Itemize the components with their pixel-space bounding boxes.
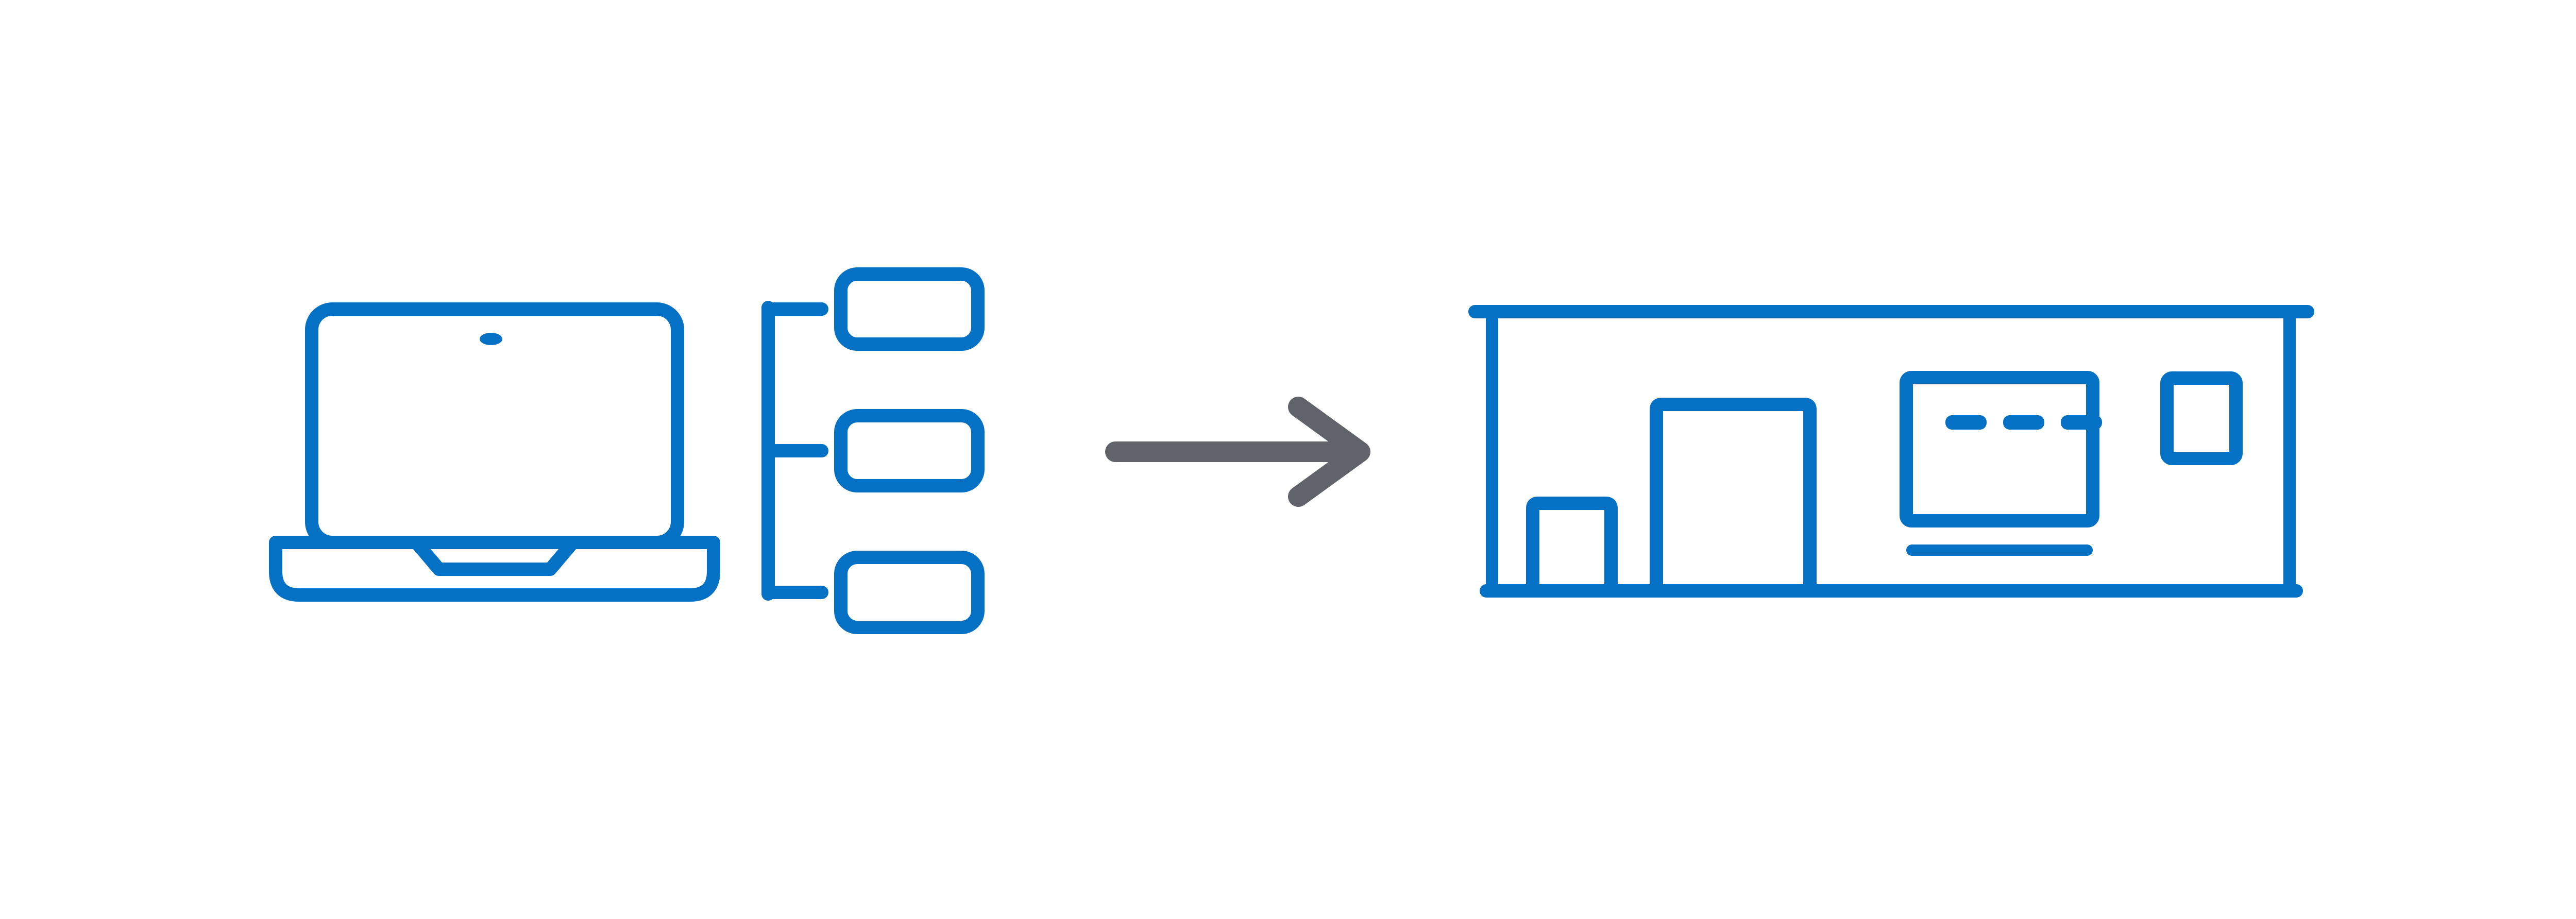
building-floor-band [1480,584,2303,598]
building-small-window [2160,371,2243,465]
building-short-block [1526,497,1618,586]
building-monitor-dash-1 [1945,415,1987,430]
laptop-screen-outline [305,302,684,549]
building-roof-band [1468,305,2314,318]
hierarchy-node-box-2[interactable] [834,409,985,492]
arrow-head-chevron [1288,397,1370,507]
building-tall-block [1650,398,1817,586]
laptop-icon[interactable] [269,302,720,602]
right-arrow-icon [1105,397,1370,507]
building-monitor-dash-2 [2003,415,2044,430]
hierarchy-node-box-1[interactable] [834,267,985,351]
building-monitor-frame [1900,371,2099,527]
building-right-wall [2283,312,2296,587]
laptop-camera-dot [480,333,502,345]
office-building-icon[interactable] [1468,305,2314,598]
hierarchy-tree-icon[interactable] [761,267,985,634]
building-monitor-base-bar [1906,544,2093,556]
hierarchy-node-box-3[interactable] [834,551,985,634]
building-monitor-dash-3 [2061,415,2102,430]
building-left-wall [1486,312,1498,587]
laptop-base-outline [269,536,720,602]
